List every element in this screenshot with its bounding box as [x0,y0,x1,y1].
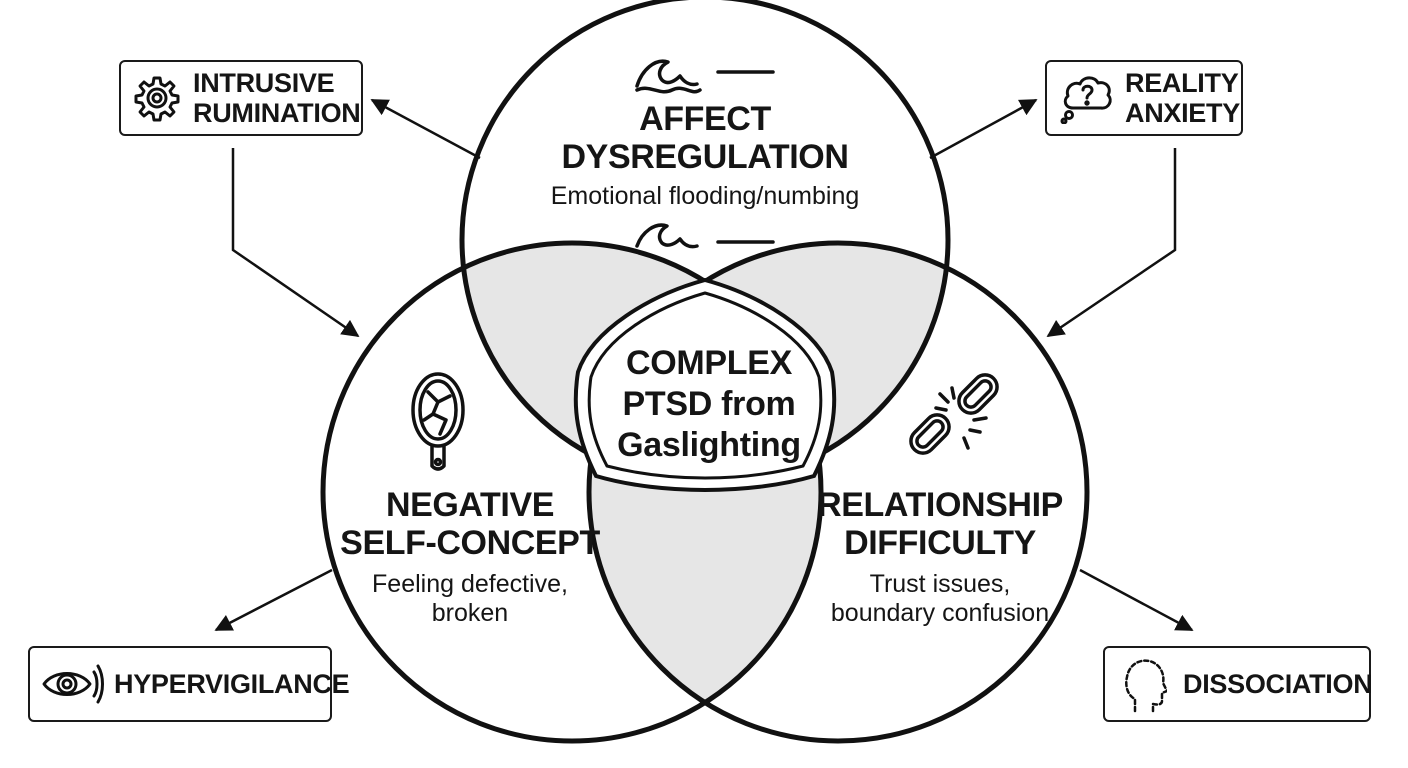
relationship-subtitle-line-1: Trust issues, [869,570,1011,598]
intrusive-rumination-line-1: INTRUSIVE [193,68,335,98]
self-concept-text-block: NEGATIVE SELF-CONCEPT Feeling defective,… [335,486,605,628]
circle-negative-self-concept [320,240,824,744]
self-concept-subtitle-line-1: Feeling defective, [372,570,568,598]
arrow-affect-to-intrusive [370,98,481,160]
affect-title-line-1: AFFECT [639,100,771,138]
wave-icon [635,223,775,249]
intrusive-rumination-box: INTRUSIVE RUMINATION [119,60,363,136]
arrow-self-concept-to-hypervigilance [214,568,333,632]
affect-title-line-2: DYSREGULATION [561,138,849,176]
center-label: COMPLEX PTSD from Gaslighting [594,343,824,466]
relationship-title-line-2: DIFFICULTY [844,524,1036,562]
reality-anxiety-line-2: ANXIETY [1125,98,1240,128]
self-concept-subtitle-line-2: broken [431,599,509,627]
center-line-3: Gaslighting [617,426,801,464]
arrow-reality-to-relationship [1046,148,1177,338]
affect-text-block: AFFECT DYSREGULATION Emotional flooding/… [505,100,905,211]
center-triangle [573,277,837,493]
arrow-affect-to-reality [929,98,1038,160]
self-concept-title-line-2: SELF-CONCEPT [340,524,600,562]
center-line-2: PTSD from [622,385,796,423]
wave-icon [635,59,775,94]
circle-relationship-difficulty [586,240,1090,744]
dashed-head-icon [1121,655,1167,713]
relationship-subtitle-line-2: boundary confusion [830,599,1050,627]
relationship-text-block: RELATIONSHIP DIFFICULTY Trust issues, bo… [800,486,1080,628]
hypervigilance-box: HYPERVIGILANCE [28,646,350,722]
arrow-intrusive-to-self-concept [231,148,360,338]
hypervigilance-label: HYPERVIGILANCE [114,669,350,699]
gear-icon [133,74,181,122]
arrows [214,98,1194,632]
eye-icon [40,660,104,708]
arrow-relationship-to-dissociation [1079,568,1194,632]
intrusive-rumination-line-2: RUMINATION [193,98,361,128]
reality-anxiety-box: REALITY ANXIETY [1045,60,1243,136]
broken-chain-icon [909,373,999,455]
relationship-title-line-1: RELATIONSHIP [817,486,1063,524]
self-concept-title-line-1: NEGATIVE [385,486,555,524]
dissociation-box: DISSOCIATION [1103,646,1373,722]
broken-mirror-icon [411,372,465,471]
center-line-1: COMPLEX [625,344,793,382]
dissociation-label: DISSOCIATION [1183,669,1373,699]
affect-subtitle: Emotional flooding/numbing [550,182,860,210]
thought-cloud-question-icon [1059,72,1115,124]
reality-anxiety-line-1: REALITY [1125,68,1239,98]
